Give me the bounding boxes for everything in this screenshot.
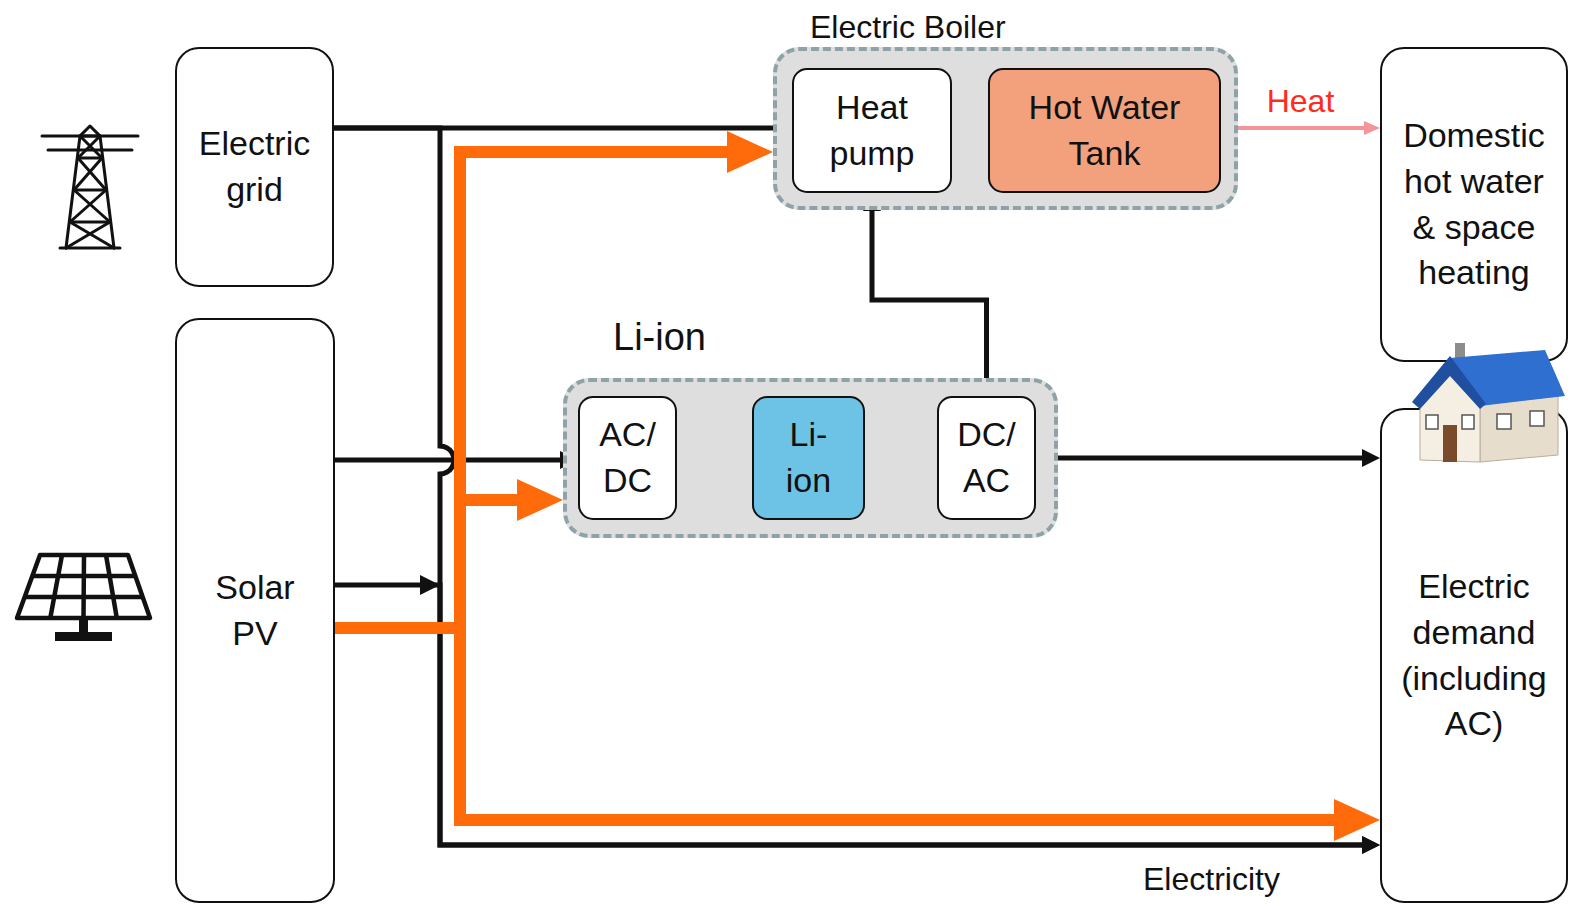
box-label: Hot Water Tank bbox=[1000, 85, 1209, 176]
flow-label: Heat bbox=[1267, 82, 1335, 120]
component-box: Li- ion bbox=[752, 396, 865, 520]
box-label: Li- ion bbox=[770, 412, 847, 503]
flow-arrow bbox=[329, 500, 539, 628]
flow-caption: Electricity bbox=[1143, 860, 1280, 898]
flow-arrow bbox=[334, 128, 1372, 845]
flow-arrow bbox=[872, 201, 987, 396]
group-frame: Li-ionAC/ DCLi- ionDC/ AC bbox=[563, 378, 1058, 538]
box-label: DC/ AC bbox=[949, 412, 1024, 503]
flow-arrow bbox=[1036, 456, 1372, 461]
flow-arrow bbox=[335, 585, 1372, 845]
box-label: AC/ DC bbox=[590, 412, 665, 503]
load-box: Electric demand (including AC) bbox=[1380, 408, 1568, 903]
box-label: Electric grid bbox=[193, 121, 316, 212]
component-box: AC/ DC bbox=[578, 396, 677, 520]
box-label: Solar PV bbox=[193, 565, 317, 656]
group-frame: Electric BoilerHeat pumpHot Water Tank bbox=[773, 47, 1238, 210]
box-label: Domestic hot water & space heating bbox=[1392, 113, 1556, 295]
group-heading: Electric Boiler bbox=[810, 8, 1006, 46]
flow-arrow bbox=[335, 458, 570, 463]
box-label: Electric demand (including AC) bbox=[1392, 564, 1556, 746]
house-icon bbox=[1412, 343, 1565, 462]
flow-arrow bbox=[329, 628, 1356, 820]
component-box: Hot Water Tank bbox=[988, 68, 1221, 193]
box-label: Heat pump bbox=[804, 85, 940, 176]
source-box: Solar PV bbox=[175, 318, 335, 903]
solar-panel-icon bbox=[17, 555, 150, 641]
flow-arrow bbox=[1221, 126, 1374, 130]
component-box: DC/ AC bbox=[937, 396, 1036, 520]
pylon-icon bbox=[42, 126, 138, 248]
component-box: Heat pump bbox=[792, 68, 952, 193]
source-box: Electric grid bbox=[175, 47, 334, 287]
group-heading: Li-ion bbox=[613, 315, 706, 361]
load-box: Domestic hot water & space heating bbox=[1380, 47, 1568, 362]
